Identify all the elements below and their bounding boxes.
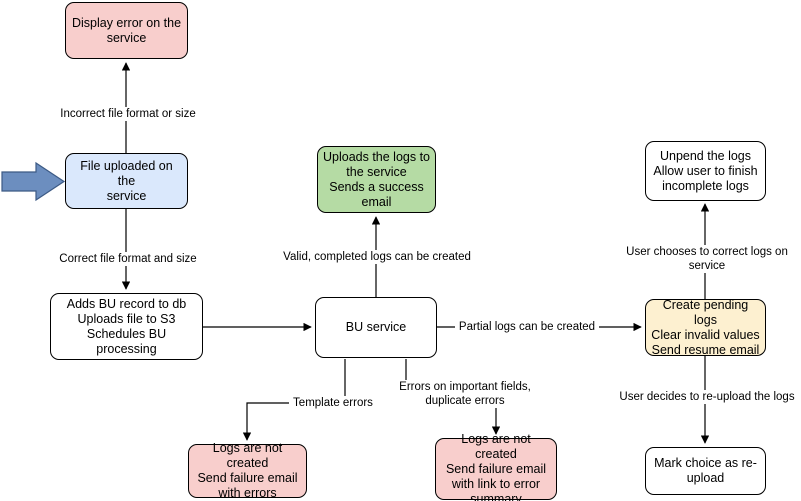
edge-label-user-reupload: User decides to re-upload the logs [613, 390, 801, 404]
node-mark-choice[interactable]: Mark choice as re- upload [645, 447, 766, 495]
edge-label-valid-logs: Valid, completed logs can be created [280, 250, 474, 264]
edge-label-incorrect-format: Incorrect file format or size [55, 107, 201, 121]
edge-label-user-corrects: User chooses to correct logs on service [609, 245, 801, 273]
node-unpend-logs[interactable]: Unpend the logs Allow user to finish inc… [645, 141, 766, 201]
entry-block-arrow [1, 161, 66, 202]
edge-label-correct-format: Correct file format and size [55, 252, 201, 266]
edge-label-template-errors: Template errors [289, 396, 377, 410]
node-logs-not-created-template[interactable]: Logs are not created Send failure email … [188, 441, 307, 500]
edge-label-partial-logs: Partial logs can be created [455, 320, 599, 334]
node-adds-bu-record[interactable]: Adds BU record to db Uploads file to S3 … [50, 293, 203, 360]
node-display-error[interactable]: Display error on the service [65, 2, 188, 59]
node-file-uploaded[interactable]: File uploaded on the service [65, 153, 188, 209]
node-logs-not-created-fields[interactable]: Logs are not created Send failure email … [435, 432, 557, 501]
node-create-pending-logs[interactable]: Create pending logs Clear invalid values… [645, 298, 766, 357]
edge-label-field-errors: Errors on important fields, duplicate er… [393, 380, 537, 408]
node-bu-service[interactable]: BU service [315, 297, 437, 358]
node-uploads-logs[interactable]: Uploads the logs to the service Sends a … [317, 146, 436, 213]
